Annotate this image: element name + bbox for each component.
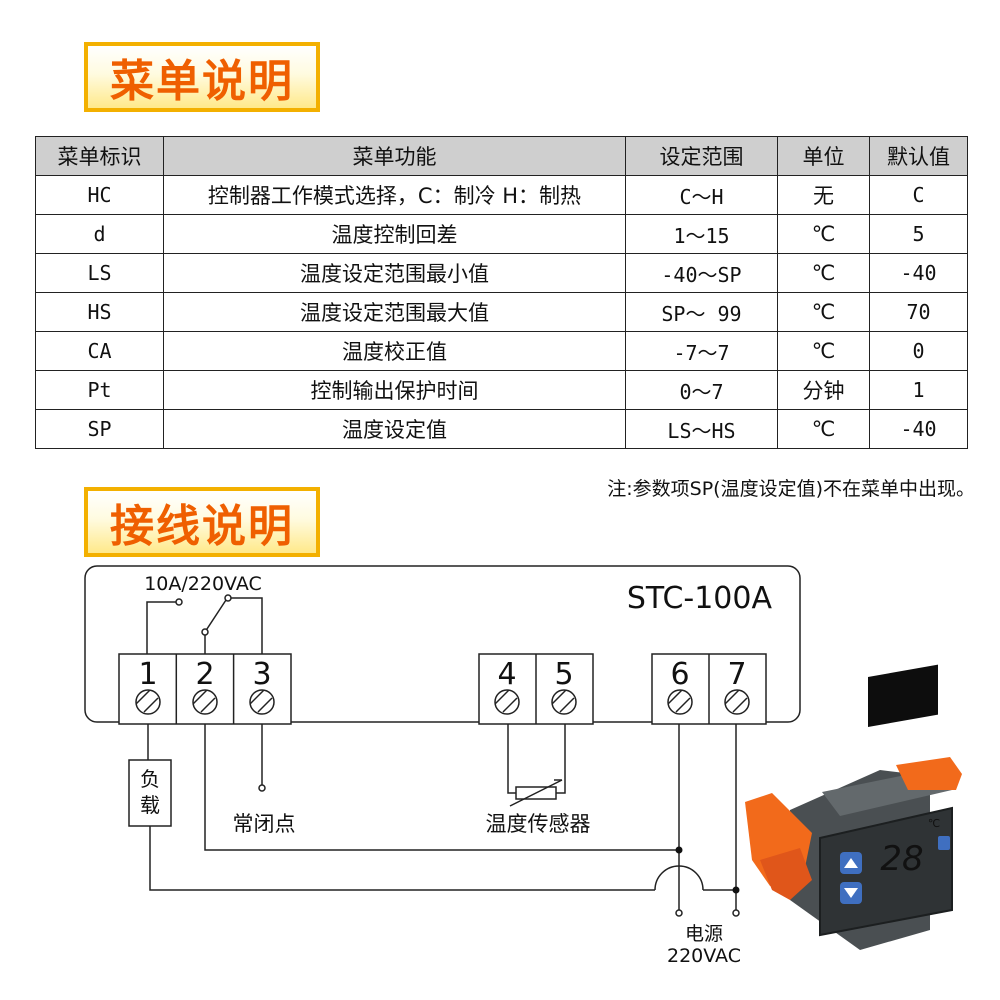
load-label-top: 负 (140, 767, 160, 791)
menu-section-title: 菜单说明 (84, 42, 320, 112)
display-readout: 28 (880, 839, 923, 879)
cell-unit: 无 (777, 175, 870, 215)
cell-function: 温度控制回差 (163, 214, 626, 254)
terminal-number-6: 6 (670, 657, 689, 692)
cell-menu-id: d (35, 214, 164, 254)
terminal-number-5: 5 (554, 657, 573, 692)
screw-icon (192, 689, 218, 715)
cell-menu-id: SP (35, 409, 164, 449)
power-voltage-label: 220VAC (667, 945, 741, 967)
screw-icon (724, 689, 750, 715)
terminal-number-4: 4 (497, 657, 516, 692)
terminal-number-3: 3 (252, 657, 271, 692)
cell-function: 控制器工作模式选择，C：制冷 H：制热 (163, 175, 626, 215)
header-unit: 单位 (777, 136, 870, 176)
cell-range: SP～ 99 (625, 292, 778, 332)
screw-icon (551, 689, 577, 715)
header-default: 默认值 (869, 136, 968, 176)
load-label-bottom: 载 (140, 793, 160, 817)
header-range: 设定范围 (625, 136, 778, 176)
model-label: STC-100A (627, 581, 773, 616)
screw-slot (667, 689, 683, 705)
cell-menu-id: Pt (35, 370, 164, 410)
power-label: 电源 (685, 923, 723, 945)
screw-slot (192, 689, 208, 705)
screw-icon (135, 689, 161, 715)
screw-slot (135, 689, 151, 705)
screw-slot (559, 697, 575, 713)
screw-icon (249, 689, 275, 715)
screw-slot (143, 697, 159, 713)
terminals: 1 2 3 4 5 6 7 (135, 657, 750, 715)
cell-unit: ℃ (777, 331, 870, 371)
relay-rating-label: 10A/220VAC (144, 573, 262, 595)
terminal-block-power (651, 653, 767, 725)
cell-unit: ℃ (777, 409, 870, 449)
screw-slot (257, 697, 273, 713)
cell-function: 控制输出保护时间 (163, 370, 626, 410)
external-wiring (128, 724, 740, 917)
cell-range: -7～7 (625, 331, 778, 371)
cell-menu-id: LS (35, 253, 164, 293)
wiring-section-title: 接线说明 (84, 487, 320, 557)
cell-unit: ℃ (777, 214, 870, 254)
header-menu-function: 菜单功能 (163, 136, 626, 176)
screw-slot (551, 689, 567, 705)
display-window (868, 664, 938, 727)
menu-table: 菜单标识 菜单功能 设定范围 单位 默认值 HC 控制器工作模式选择，C：制冷 … (35, 136, 968, 449)
terminal-number-1: 1 (138, 657, 157, 692)
cell-range: 1～15 (625, 214, 778, 254)
table-row: SP 温度设定值 LS～HS ℃ -40 (35, 409, 968, 449)
screw-icon (667, 689, 693, 715)
screw-slot (249, 689, 265, 705)
cell-default: -40 (869, 409, 968, 449)
screw-slot (494, 689, 510, 705)
screw-icon (494, 689, 520, 715)
table-row: d 温度控制回差 1～15 ℃ 5 (35, 214, 968, 254)
menu-note: 注:参数项SP(温度设定值)不在菜单中出现。 (607, 478, 975, 500)
cell-function: 温度设定值 (163, 409, 626, 449)
controller-device-picture: 28 ℃ (745, 664, 962, 950)
display-unit: ℃ (928, 817, 940, 830)
junction-dot (675, 846, 683, 854)
screw-slot (200, 697, 216, 713)
screw-slot (732, 697, 748, 713)
junction-dot (732, 886, 740, 894)
terminal-number-2: 2 (195, 657, 214, 692)
controller-outline (84, 565, 801, 723)
screw-slot (724, 689, 740, 705)
nc-contact-label: 常闭点 (233, 812, 296, 836)
terminal-number-7: 7 (727, 657, 746, 692)
table-row: CA 温度校正值 -7～7 ℃ 0 (35, 331, 968, 371)
relay-contacts (146, 594, 263, 654)
cell-unit: ℃ (777, 292, 870, 332)
sensor-label: 温度传感器 (486, 812, 591, 836)
cell-default: 5 (869, 214, 968, 254)
screw-slot (502, 697, 518, 713)
set-icon (938, 836, 950, 850)
screw-slot (675, 697, 691, 713)
cell-default: C (869, 175, 968, 215)
terminal-block-sensor (478, 653, 594, 725)
menu-table-header: 菜单标识 菜单功能 设定范围 单位 默认值 (35, 136, 968, 176)
